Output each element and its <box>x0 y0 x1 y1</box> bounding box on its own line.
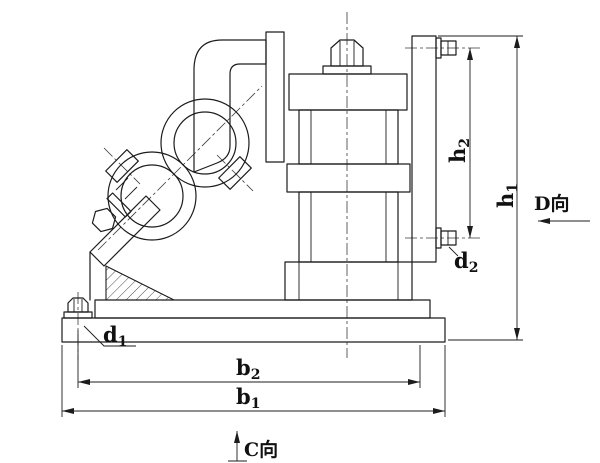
clamp-bolt-washer <box>106 192 132 218</box>
upper-body-block <box>298 109 399 165</box>
top-plate <box>288 73 408 111</box>
side-plate <box>411 35 437 263</box>
dimension-labels: b2 b1 d1 d2 h2 h1 <box>103 138 521 412</box>
side-plate-assembly <box>411 35 457 263</box>
upper-ring-outer <box>160 98 250 188</box>
view-c: C向 <box>228 431 278 462</box>
view-c-label: C向 <box>244 438 278 461</box>
anchor-bolt-head <box>67 297 89 313</box>
dimension-lines <box>61 35 523 417</box>
lower-ring-inner <box>120 164 184 228</box>
clamp-diagonal-centerline <box>97 85 263 251</box>
pedestal-block <box>284 261 413 301</box>
label-b1: b1 <box>236 384 260 412</box>
upper-ring-inner <box>173 111 237 175</box>
lower-body-block <box>298 191 399 263</box>
clamp-bolt-head <box>91 207 117 233</box>
connector-bar <box>265 31 285 163</box>
mount-stack <box>284 39 413 301</box>
clamp-ear-right <box>218 156 252 190</box>
side-bolt-bottom-nut <box>440 230 457 246</box>
hatched-rib <box>105 265 175 301</box>
base-plate <box>61 297 446 343</box>
centerlines <box>77 12 480 360</box>
leader-d2 <box>448 246 459 257</box>
ear1-axis-centerline <box>103 147 141 185</box>
angle-bracket <box>89 177 175 301</box>
label-h1: h1 <box>493 183 521 208</box>
view-d: D向 <box>534 192 590 224</box>
hook-bracket <box>193 31 285 173</box>
label-d2: d2 <box>454 248 478 276</box>
view-d-label: D向 <box>534 192 569 215</box>
hook-profile <box>193 39 267 173</box>
clamp-ear-left <box>105 149 139 183</box>
label-h2: h2 <box>445 138 473 163</box>
top-hex-nut <box>330 39 364 67</box>
spacer-plate <box>286 163 411 193</box>
base-upper-block <box>94 299 431 319</box>
label-b2: b2 <box>236 355 260 383</box>
ear2-axis-centerline <box>216 154 254 192</box>
leader-d1 <box>83 325 136 347</box>
lower-ring-outer <box>107 151 197 241</box>
side-bolt-top-nut <box>440 40 457 56</box>
clamp-rings <box>105 98 252 241</box>
label-d1: d1 <box>103 322 127 350</box>
